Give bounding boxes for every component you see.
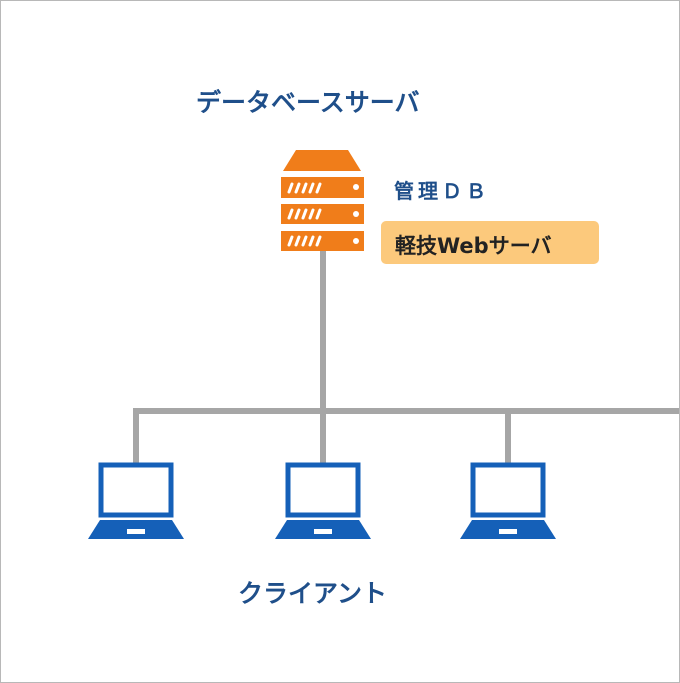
server-icon: [281, 150, 364, 251]
laptop-icon: [275, 462, 371, 539]
laptop-icon: [88, 462, 184, 539]
client-label: クライアント: [238, 579, 388, 608]
laptop-icon: [460, 462, 556, 539]
db-label: 管理ＤＢ: [394, 179, 490, 203]
web-server-label: 軽技Webサーバ: [395, 234, 552, 258]
server-title: データベースサーバ: [196, 88, 420, 117]
web-server-badge: 軽技Webサーバ: [381, 221, 599, 264]
